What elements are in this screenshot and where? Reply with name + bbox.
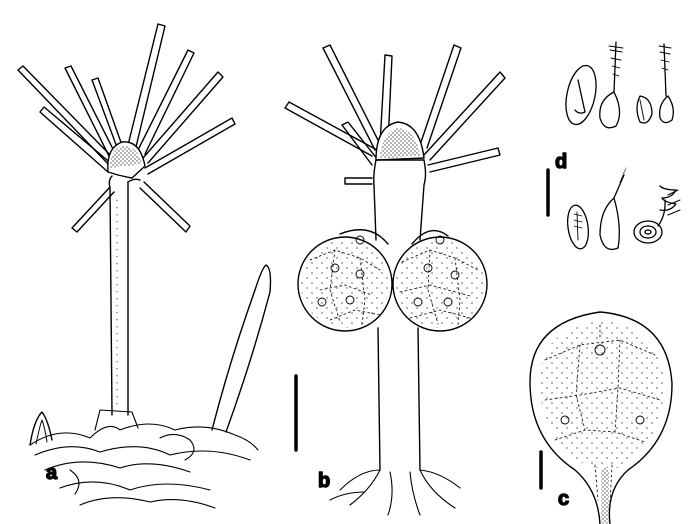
panel-a-stalk (109, 181, 129, 416)
label-b: b (318, 470, 330, 492)
panel-b-cells (309, 249, 479, 326)
panel-d-nematocysts (565, 41, 681, 251)
panel-b-nuclei (317, 235, 460, 307)
panel-b-polyp (284, 44, 506, 516)
panel-c-gonophore (529, 311, 673, 524)
panel-b-stalk (377, 327, 421, 471)
label-c: c (558, 488, 569, 510)
panel-a-tentacles (17, 23, 236, 233)
panel-b-body (373, 159, 427, 241)
label-a: a (46, 462, 58, 484)
panel-a-stolon (211, 264, 272, 433)
panel-a-hydrorhiza (29, 409, 259, 509)
label-d: d (555, 151, 567, 173)
panel-b-hydrorhiza (329, 469, 461, 516)
panel-a-polyp (17, 23, 272, 509)
panel-b-tentacles (284, 44, 506, 185)
panel-a-small-bud (29, 411, 53, 446)
